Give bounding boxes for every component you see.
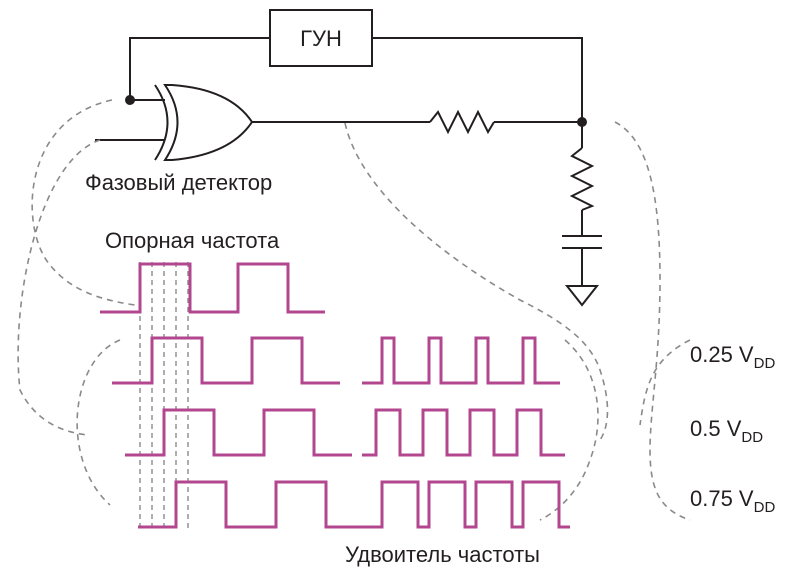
reference-frequency-label: Опорная частота xyxy=(105,228,280,253)
vco-to-filter-wire xyxy=(372,37,583,120)
level-labels: 0.25 VDD 0.5 VDD 0.75 VDD xyxy=(690,342,775,516)
doubler-waveform-025 xyxy=(362,336,560,385)
xor-gate xyxy=(154,84,254,161)
series-resistor xyxy=(429,109,495,135)
dashed-connectors xyxy=(17,99,691,521)
circuit: ГУН Фазовый детектор xyxy=(85,9,602,307)
capacitor xyxy=(562,235,602,249)
reference-waveform xyxy=(100,262,325,314)
timing-markers xyxy=(139,262,189,528)
phase-detector-label: Фазовый детектор xyxy=(85,170,272,195)
junction-dot-left xyxy=(125,95,135,105)
vco-waveform-1 xyxy=(112,336,340,385)
vco-waveform-2 xyxy=(125,408,352,457)
shunt-resistor xyxy=(569,147,595,211)
doubler-waveforms xyxy=(362,336,570,529)
doubler-waveform-05 xyxy=(362,408,565,457)
vco-label: ГУН xyxy=(300,26,342,51)
doubler-waveform-075 xyxy=(362,480,570,529)
level-label-075: 0.75 VDD xyxy=(690,486,775,516)
vco-waveform-3 xyxy=(138,480,365,529)
vco-waveforms xyxy=(112,336,365,529)
frequency-doubler-label: Удвоитель частоты xyxy=(345,542,540,567)
vco-to-detector-wire xyxy=(129,37,270,101)
ground-symbol xyxy=(564,285,600,307)
level-label-05: 0.5 VDD xyxy=(690,416,763,446)
level-label-025: 0.25 VDD xyxy=(690,342,775,372)
